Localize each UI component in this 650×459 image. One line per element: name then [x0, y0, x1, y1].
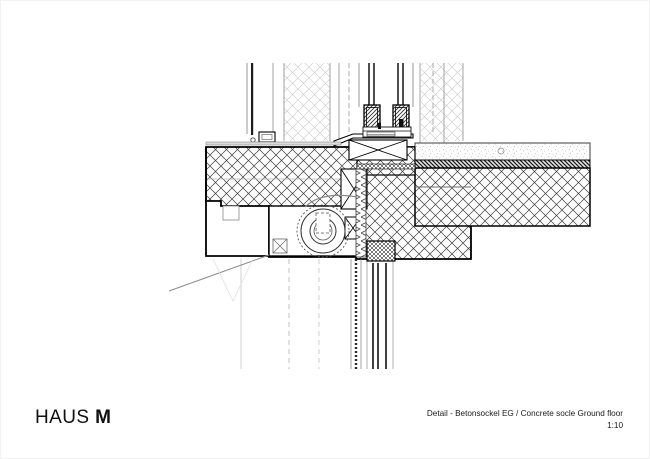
wall-insulation-light-right [421, 63, 463, 141]
window-lower-assembly [350, 240, 396, 369]
shutter-slat-guide [315, 212, 331, 234]
sill-assembly [333, 123, 414, 147]
sill-gasket [366, 131, 396, 137]
guide-vee [212, 258, 254, 302]
insulation-band [414, 159, 591, 169]
bracket-pin-icon [250, 137, 256, 143]
caption-block: Detail - Betonsockel EG / Concrete socle… [323, 408, 623, 432]
cladding-panel-edge [251, 63, 254, 135]
project-name-bold: M [95, 407, 112, 428]
detail-drawing [1, 1, 649, 401]
floor-slab-concrete [414, 167, 591, 227]
perimeter-insulation [355, 163, 416, 258]
cladding-lines [272, 63, 340, 143]
anchor-bracket-detail [205, 131, 342, 146]
below-grade-lines [168, 254, 320, 369]
cavity-recess-box [222, 205, 240, 221]
glazing-lines-lower [372, 263, 387, 369]
drawing-scale: 1:10 [607, 421, 623, 430]
interior-wall-lines [419, 63, 464, 147]
project-name-plain: HAUS [35, 407, 96, 428]
timber-blocking-upper [348, 139, 408, 161]
detail-drawing-svg [168, 63, 591, 369]
drawing-caption: Detail - Betonsockel EG / Concrete socle… [426, 409, 623, 418]
window-assembly [358, 63, 414, 137]
floor-slab-assembly [414, 142, 591, 227]
insulation-cap-strip [356, 163, 416, 170]
page-title: HAUS M [35, 407, 111, 429]
upper-wall-assembly [246, 63, 464, 147]
screed-aggregate-mark [497, 147, 505, 155]
sill-fixing-bolt [378, 123, 381, 129]
socle-top-cap [205, 141, 342, 146]
wall-insulation-light [284, 63, 330, 141]
glazing-lines-upper [368, 63, 404, 105]
roller-shutter-drum [272, 194, 358, 258]
window-frame-block-lower [366, 240, 396, 262]
title-block: HAUS M Detail - Betonsockel EG / Concret… [1, 399, 649, 458]
screed-layer [414, 142, 591, 161]
blind-box-curve [304, 194, 358, 208]
terrain-grade-line [168, 254, 270, 292]
